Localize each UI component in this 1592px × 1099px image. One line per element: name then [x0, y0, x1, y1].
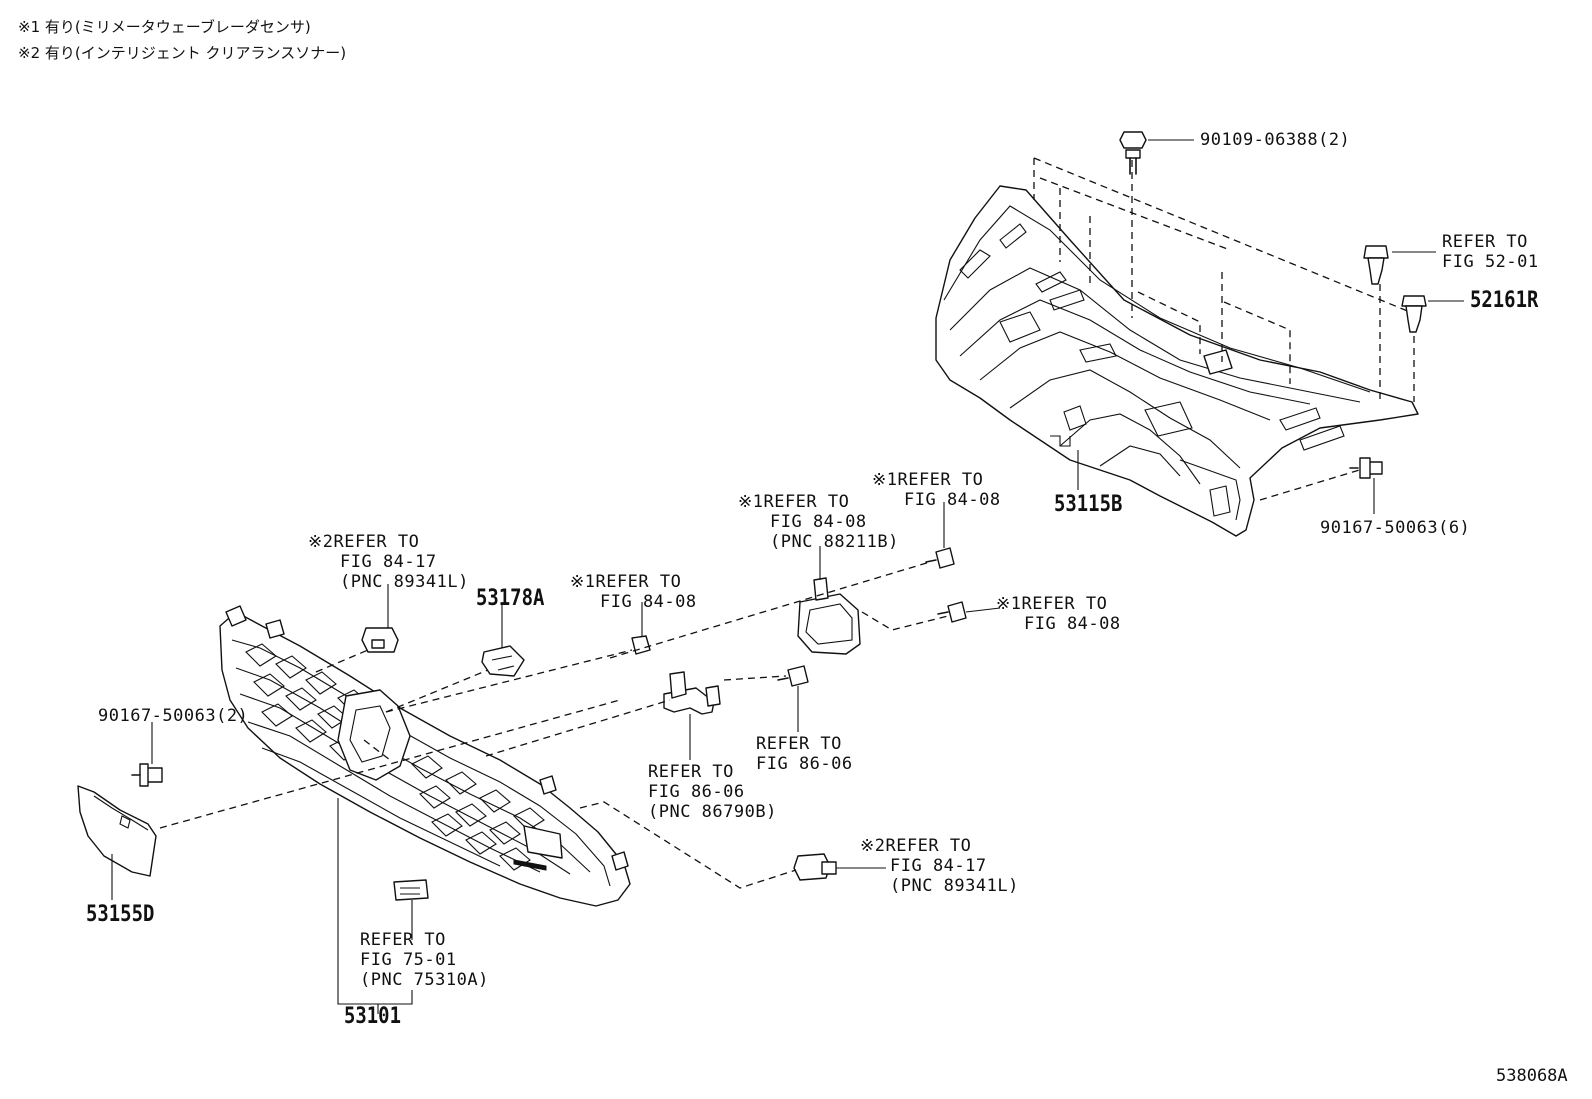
part-number-52161r[interactable]: 52161R — [1470, 288, 1539, 313]
radiator-grille — [219, 605, 631, 907]
callout-sonar-lower-line1[interactable]: ※2REFER TO — [860, 836, 972, 856]
callout-sonar-upper-line3[interactable]: (PNC 89341L) — [340, 572, 469, 592]
grille-emblem-icon — [393, 879, 429, 940]
bracket-86790b-icon — [663, 671, 721, 760]
callout-refer-52-01-line2[interactable]: FIG 52-01 — [1442, 252, 1539, 272]
callout-sonar-upper-line2[interactable]: FIG 84-17 — [340, 552, 437, 572]
callout-emblem-line3[interactable]: (PNC 75310A) — [360, 970, 489, 990]
callout-bracket-86-06-line3[interactable]: (PNC 86790B) — [648, 802, 777, 822]
callout-bracket-86-06-line1[interactable]: REFER TO — [648, 762, 734, 782]
radar-sensor-bracket-icon — [797, 546, 861, 655]
callout-radar-bolt-upper-line2[interactable]: FIG 84-08 — [904, 490, 1001, 510]
callout-bolt-86-06-line1[interactable]: REFER TO — [756, 734, 842, 754]
note-2-clearance-sonar: ※2 有り(インテリジェント クリアランスソナー) — [18, 44, 347, 62]
callout-bolt-top[interactable]: 90109-06388(2) — [1200, 130, 1351, 150]
callout-radar-bolt-lower-line1[interactable]: ※1REFER TO — [996, 594, 1108, 614]
callout-sonar-upper-line1[interactable]: ※2REFER TO — [308, 532, 420, 552]
callout-radar-nut-line1[interactable]: ※1REFER TO — [570, 572, 682, 592]
callout-radar-bolt-upper-line1[interactable]: ※1REFER TO — [872, 470, 984, 490]
callout-screw-left[interactable]: 90167-50063(2) — [98, 706, 249, 726]
left-screw-icon — [131, 722, 163, 787]
grille-fastener-lines — [159, 561, 949, 889]
callout-radar-bracket-line3[interactable]: (PNC 88211B) — [770, 532, 899, 552]
part-number-53115b[interactable]: 53115B — [1054, 492, 1123, 517]
callout-bolt-86-06-line2[interactable]: FIG 86-06 — [756, 754, 853, 774]
bracket-bolt-icon — [777, 665, 809, 732]
emblem-leader-joint — [378, 990, 413, 1005]
callout-radar-bracket-line1[interactable]: ※1REFER TO — [738, 492, 850, 512]
callout-sonar-lower-line2[interactable]: FIG 84-17 — [890, 856, 987, 876]
upper-clearance-sonar-icon — [361, 584, 399, 653]
grille-side-cover — [77, 785, 157, 900]
callout-screw-right[interactable]: 90167-50063(6) — [1320, 518, 1471, 538]
part-number-53155d[interactable]: 53155D — [86, 902, 155, 927]
lower-clearance-sonar-icon — [793, 853, 886, 881]
part-number-53101[interactable]: 53101 — [344, 1004, 401, 1029]
note-1-radar-sensor: ※1 有り(ミリメータウェーブレーダセンサ) — [18, 18, 311, 36]
callout-bracket-86-06-line2[interactable]: FIG 86-06 — [648, 782, 745, 802]
callout-radar-nut-line2[interactable]: FIG 84-08 — [600, 592, 697, 612]
callout-sonar-lower-line3[interactable]: (PNC 89341L) — [890, 876, 1019, 896]
callout-refer-52-01-line1[interactable]: REFER TO — [1442, 232, 1528, 252]
bracket-53178a-icon — [481, 604, 525, 677]
radar-bolt-upper-icon — [925, 502, 955, 569]
engine-under-cover — [935, 185, 1419, 537]
flange-bolt-icon — [1119, 131, 1194, 175]
tapping-screw-icon — [1349, 457, 1383, 514]
callout-emblem-line2[interactable]: FIG 75-01 — [360, 950, 457, 970]
push-rivet-icon — [1401, 295, 1464, 333]
callout-emblem-line1[interactable]: REFER TO — [360, 930, 446, 950]
push-clip-icon — [1363, 245, 1436, 285]
figure-id: 538068A — [1496, 1066, 1568, 1086]
radar-bolt-lower-icon — [937, 601, 1001, 623]
part-number-53178a[interactable]: 53178A — [476, 586, 545, 611]
cover-fastener-lines — [1033, 157, 1415, 501]
callout-radar-bolt-lower-line2[interactable]: FIG 84-08 — [1024, 614, 1121, 634]
callout-radar-bracket-line2[interactable]: FIG 84-08 — [770, 512, 867, 532]
grille-leader-line — [337, 798, 379, 1014]
